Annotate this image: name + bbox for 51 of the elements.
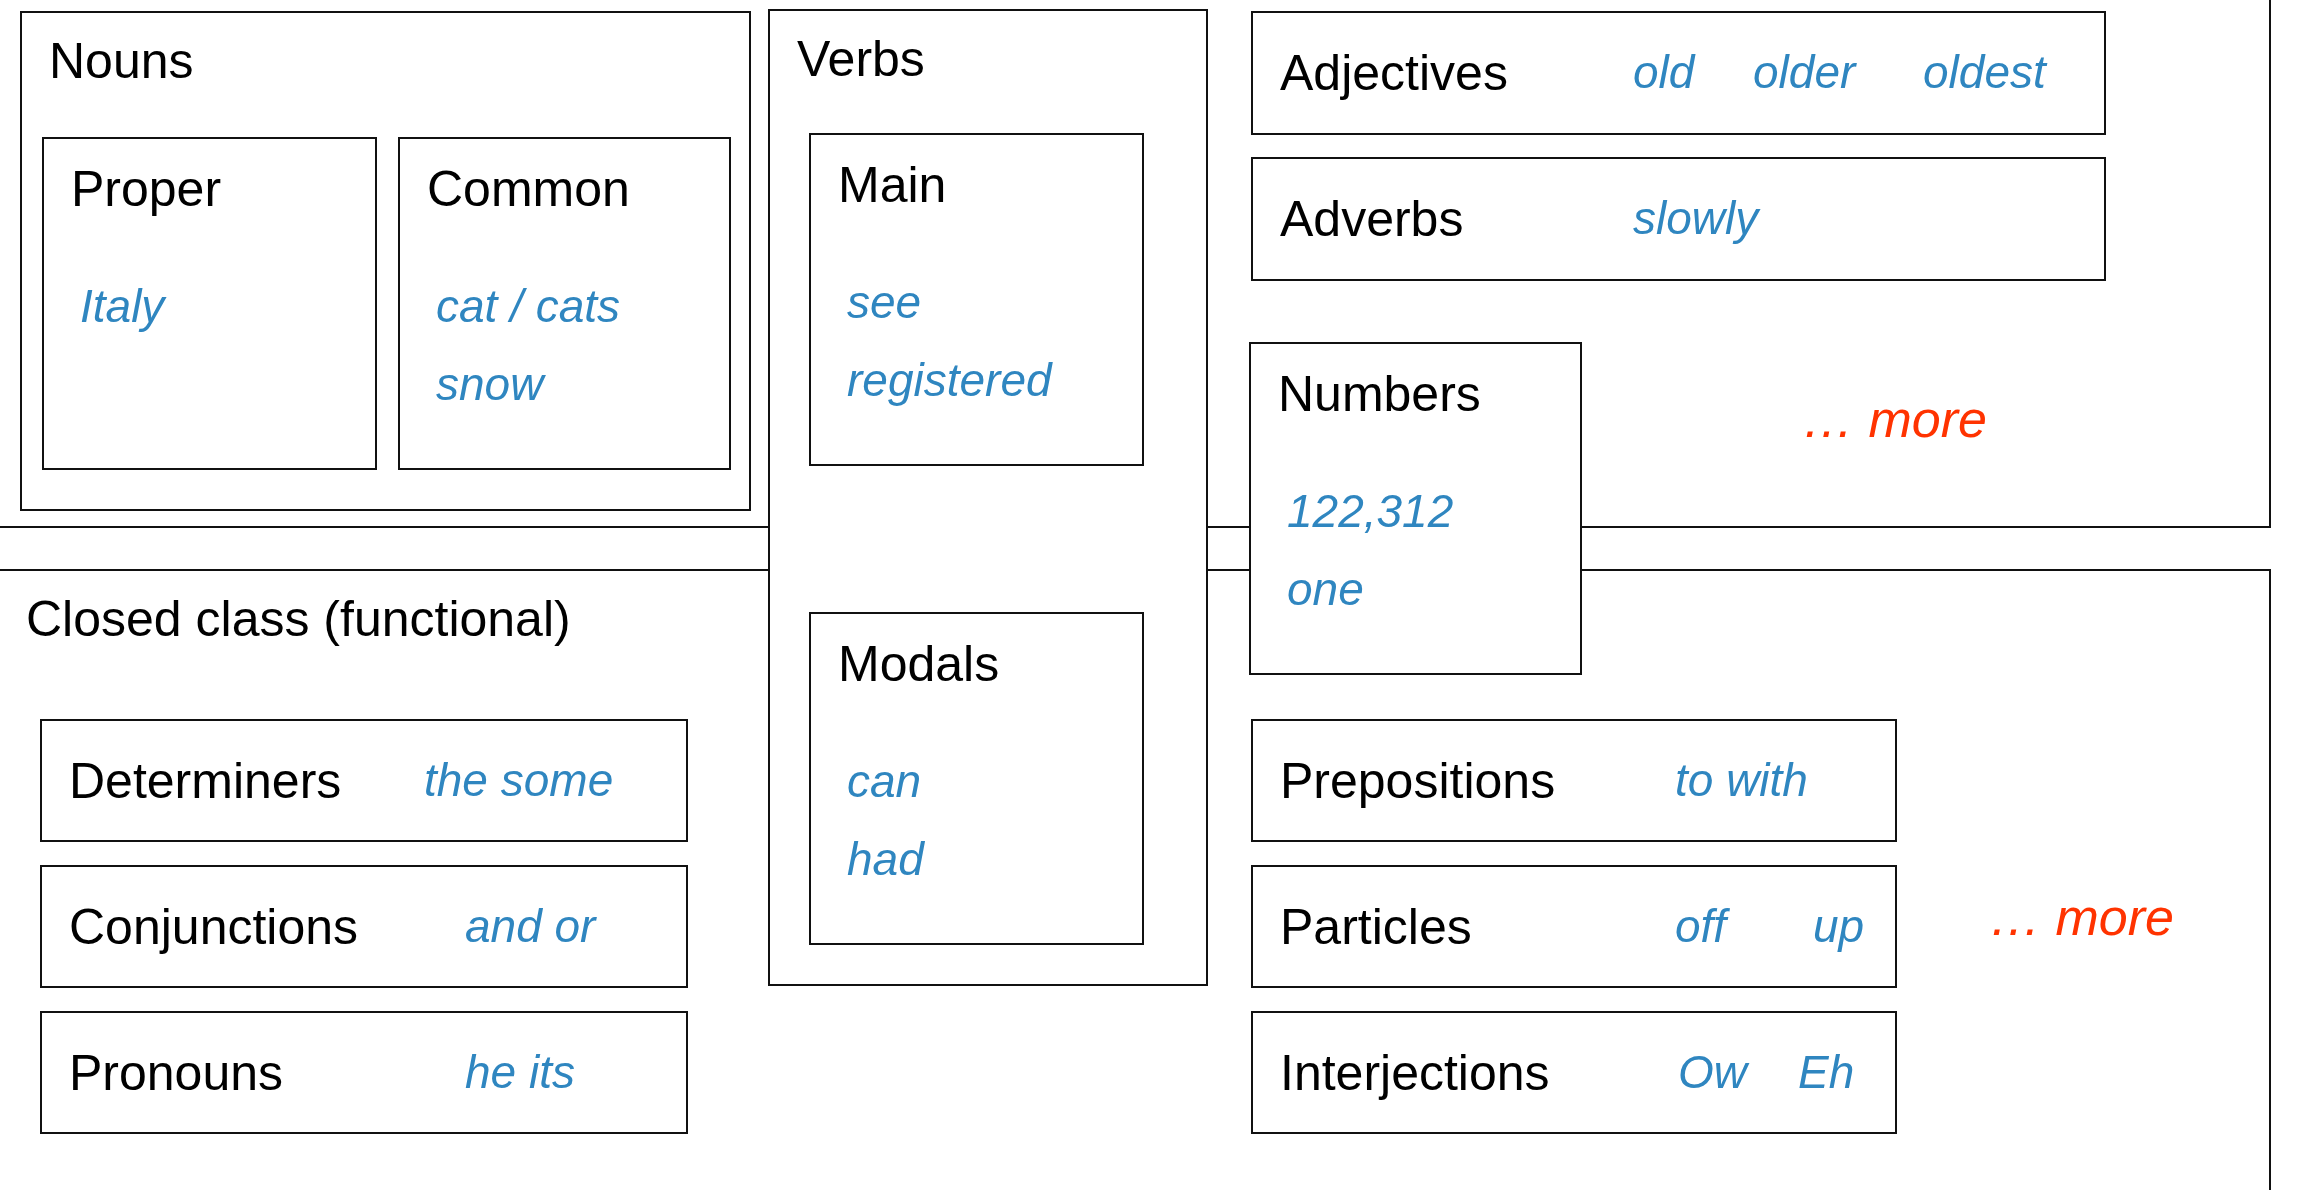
category-heading: Common: [427, 160, 630, 219]
category-box: [1251, 865, 1897, 988]
category-heading: Conjunctions: [69, 897, 359, 957]
category-box: [1251, 1011, 1897, 1134]
category-heading: Particles: [1280, 897, 1472, 957]
category-box: [1251, 157, 2106, 281]
category-box: [809, 612, 1144, 945]
category-heading: Pronouns: [69, 1043, 284, 1103]
category-heading: Prepositions: [1280, 751, 1556, 811]
example-word: had: [847, 832, 924, 887]
example-word: older: [1753, 45, 1856, 100]
category-box: [42, 137, 377, 470]
category-panel: [20, 11, 751, 511]
category-box: [1251, 719, 1897, 842]
category-box: [809, 133, 1144, 466]
category-heading: Interjections: [1280, 1043, 1550, 1103]
category-box: [40, 1011, 688, 1134]
example-word: Italy: [80, 279, 165, 334]
example-word: old: [1633, 45, 1695, 100]
category-heading: Determiners: [69, 751, 342, 811]
category-heading: Modals: [838, 635, 1000, 694]
example-word: one: [1287, 562, 1364, 617]
category-box: [1249, 342, 1582, 675]
category-heading: Proper: [71, 160, 222, 219]
example-word: 122,312: [1287, 484, 1454, 539]
more-note: … more: [1802, 389, 1987, 450]
example-word: oldest: [1923, 45, 2046, 100]
example-word: Eh: [1798, 1044, 1855, 1100]
example-word: to with: [1675, 752, 1808, 808]
example-word: registered: [847, 353, 1052, 408]
category-heading: Closed class (functional): [26, 590, 571, 649]
example-word: cat / cats: [436, 279, 621, 334]
category-heading: Nouns: [49, 32, 194, 91]
example-word: up: [1813, 898, 1865, 954]
example-word: see: [847, 275, 922, 330]
example-word: the some: [424, 752, 614, 808]
category-heading: Numbers: [1278, 365, 1481, 424]
example-word: can: [847, 754, 922, 809]
category-box: [40, 719, 688, 842]
category-heading: Adverbs: [1280, 190, 1464, 249]
example-word: and or: [465, 898, 596, 954]
example-word: slowly: [1633, 191, 1759, 246]
category-heading: Adjectives: [1280, 44, 1508, 103]
category-heading: Verbs: [797, 30, 925, 89]
more-note: … more: [1989, 887, 2174, 948]
example-word: snow: [436, 357, 544, 412]
category-box: [1251, 11, 2106, 135]
category-box: [40, 865, 688, 988]
category-box: [398, 137, 731, 470]
category-heading: Main: [838, 156, 947, 215]
example-word: he its: [465, 1044, 575, 1100]
